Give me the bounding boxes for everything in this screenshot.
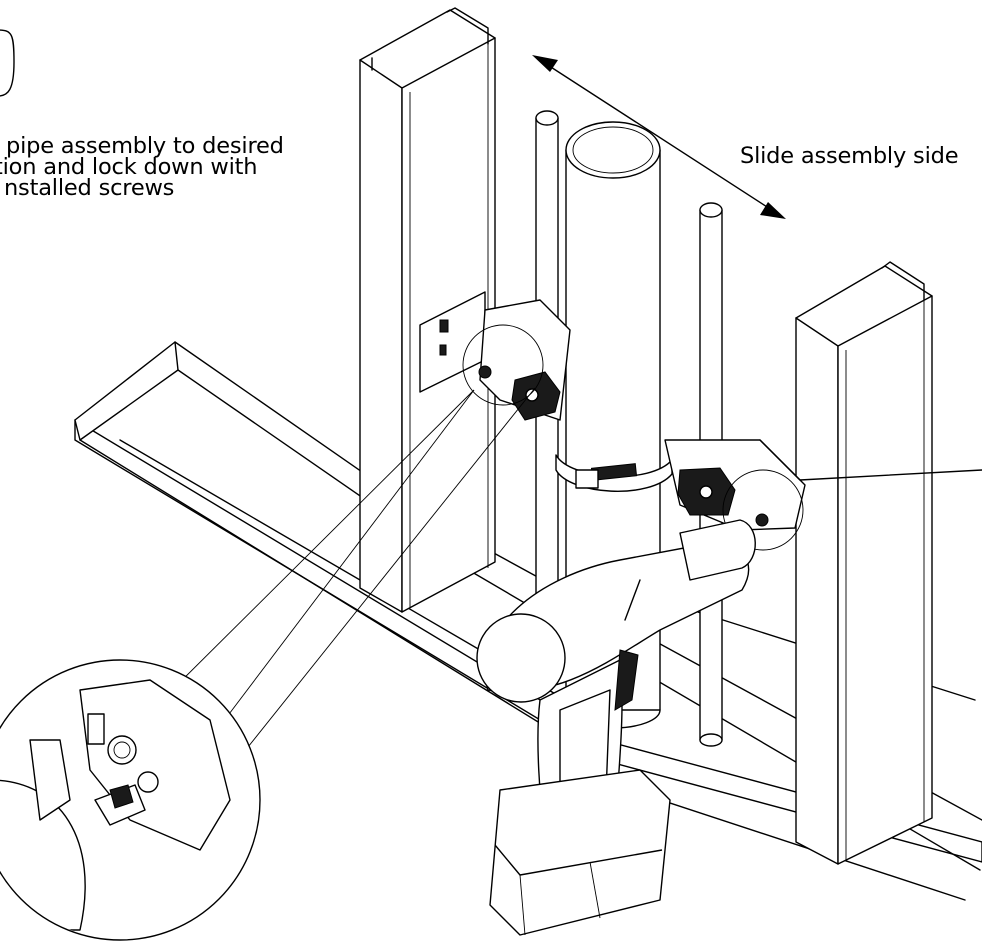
step-number-circle	[0, 29, 15, 97]
left-bracket	[419, 291, 571, 421]
hose-clamp	[555, 454, 673, 492]
instruction-line-1: pipe assembly to desired	[6, 133, 284, 159]
right-stud	[795, 261, 933, 865]
right-bracket	[664, 439, 982, 531]
detail-source-left	[462, 324, 544, 406]
double-headed-arrow-icon	[532, 55, 786, 219]
instruction-line-2: tion and lock down with	[0, 154, 258, 180]
instruction-line-3: nstalled screws	[4, 175, 175, 201]
slide-direction-label: Slide assembly side	[740, 143, 959, 169]
cordless-drill-icon	[476, 519, 756, 936]
detail-source-right	[722, 469, 804, 551]
magnified-detail-icon	[0, 659, 261, 941]
